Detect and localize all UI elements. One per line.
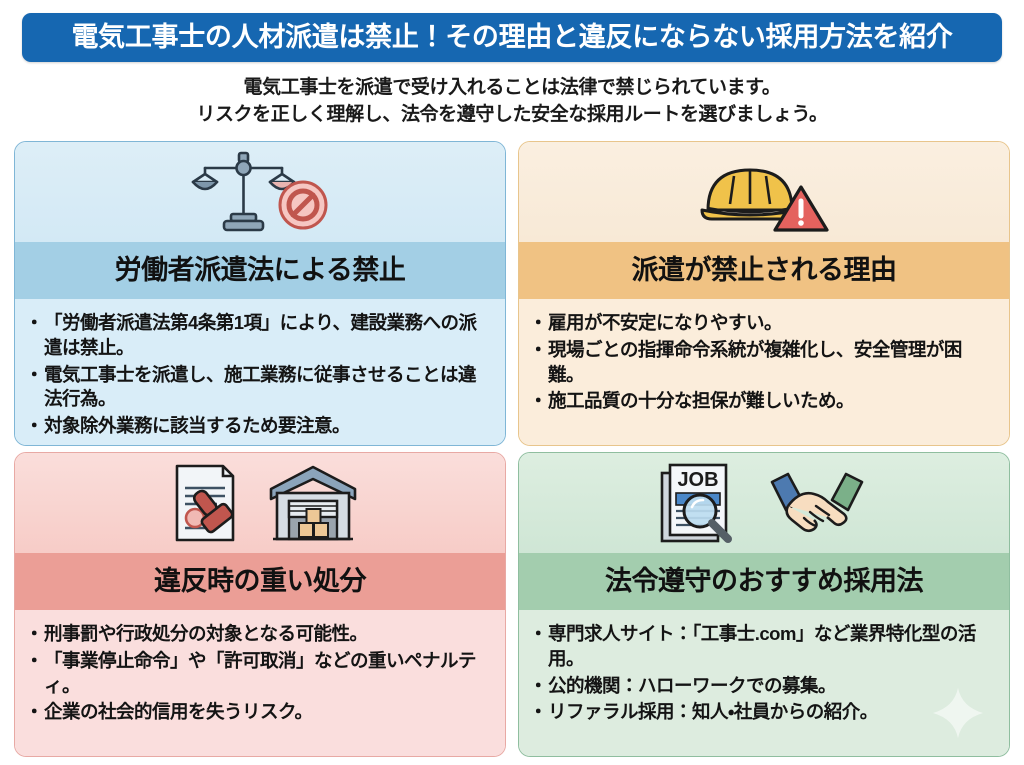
card-reasons-dispatch-is-banned: 派遣が禁止される理由 雇用が不安定になりやすい。 現場ごとの指揮命令系統が複雑化… [518, 140, 1010, 446]
document-stamp-icon [161, 460, 253, 546]
list-item: 施工品質の十分な担保が難しいため。 [529, 389, 995, 414]
bullet-list: 雇用が不安定になりやすい。 現場ごとの指揮命令系統が複雑化し、安全管理が困難。 … [529, 311, 995, 414]
list-item: 電気工事士を派遣し、施工業務に従事させることは違法行為。 [25, 363, 491, 413]
card-title: 派遣が禁止される理由 [631, 254, 898, 285]
card-title-band: 違反時の重い処分 [15, 552, 505, 610]
lead-line-2: リスクを正しく理解し、法令を遵守した安全な採用ルートを選びましょう。 [196, 103, 828, 125]
header-banner: 電気工事士の人材派遣は禁止！その理由と違反にならない採用方法を紹介 [22, 13, 1002, 62]
prohibition-sign-icon [277, 179, 329, 231]
warning-triangle-icon [772, 183, 830, 235]
scales-of-justice-icon [191, 148, 309, 236]
card-compliant-recommended-hiring-methods: JOB [518, 451, 1010, 757]
job-label: JOB [677, 469, 718, 491]
list-item: 公的機関：ハローワークでの募集。 [529, 674, 995, 699]
card-icon-area: JOB [519, 452, 1009, 553]
card-title-band: 法令遵守のおすすめ採用法 [519, 552, 1009, 610]
list-item: 現場ごとの指揮命令系統が複雑化し、安全管理が困難。 [529, 338, 995, 388]
handshake-icon [762, 466, 872, 540]
list-item: リファラル採用：知人・社員からの紹介。 [529, 700, 995, 725]
card-title-band: 労働者派遣法による禁止 [15, 241, 505, 299]
warehouse-icon [267, 463, 359, 543]
page-title: 電気工事士の人材派遣は禁止！その理由と違反にならない採用方法を紹介 [71, 22, 953, 52]
card-body: 雇用が不安定になりやすい。 現場ごとの指揮命令系統が複雑化し、安全管理が困難。 … [519, 298, 1009, 445]
job-search-icon: JOB [656, 459, 748, 547]
list-item: 企業の社会的信用を失うリスク。 [25, 700, 491, 725]
card-title: 違反時の重い処分 [154, 565, 367, 596]
card-title-band: 派遣が禁止される理由 [519, 241, 1009, 299]
list-item: 「事業停止命令」や「許可取消」などの重いペナルティ。 [25, 649, 491, 699]
list-item: 雇用が不安定になりやすい。 [529, 311, 995, 336]
list-item: 対象除外業務に該当するため要注意。 [25, 414, 491, 439]
list-item: 「労働者派遣法第4条第1項」により、建設業務への派遣は禁止。 [25, 311, 491, 361]
lead-paragraph: 電気工事士を派遣で受け入れることは法律で禁じられています。 リスクを正しく理解し… [0, 75, 1024, 129]
card-body: 刑事罰や行政処分の対象となる可能性。 「事業停止命令」や「許可取消」などの重いペ… [15, 609, 505, 756]
card-body: 「労働者派遣法第4条第1項」により、建設業務への派遣は禁止。 電気工事士を派遣し… [15, 298, 505, 445]
card-icon-area [519, 141, 1009, 242]
card-prohibition-by-worker-dispatch-law: 労働者派遣法による禁止 「労働者派遣法第4条第1項」により、建設業務への派遣は禁… [14, 140, 506, 446]
card-heavy-penalties-for-violation: 違反時の重い処分 刑事罰や行政処分の対象となる可能性。 「事業停止命令」や「許可… [14, 451, 506, 757]
bullet-list: 「労働者派遣法第4条第1項」により、建設業務への派遣は禁止。 電気工事士を派遣し… [25, 311, 491, 439]
list-item: 専門求人サイト：「工事士.com」など業界特化型の活用。 [529, 622, 995, 672]
header-banner-container: 電気工事士の人材派遣は禁止！その理由と違反にならない採用方法を紹介 [0, 0, 1024, 62]
card-grid: 労働者派遣法による禁止 「労働者派遣法第4条第1項」により、建設業務への派遣は禁… [0, 140, 1024, 757]
card-body: 専門求人サイト：「工事士.com」など業界特化型の活用。 公的機関：ハローワーク… [519, 609, 1009, 756]
bullet-list: 専門求人サイト：「工事士.com」など業界特化型の活用。 公的機関：ハローワーク… [529, 622, 995, 725]
lead-line-1: 電気工事士を派遣で受け入れることは法律で禁じられています。 [243, 77, 781, 98]
card-title: 労働者派遣法による禁止 [114, 254, 406, 285]
card-icon-area [15, 452, 505, 553]
bullet-list: 刑事罰や行政処分の対象となる可能性。 「事業停止命令」や「許可取消」などの重いペ… [25, 622, 491, 725]
card-title: 法令遵守のおすすめ採用法 [605, 565, 924, 596]
card-icon-area [15, 141, 505, 242]
list-item: 刑事罰や行政処分の対象となる可能性。 [25, 622, 491, 647]
